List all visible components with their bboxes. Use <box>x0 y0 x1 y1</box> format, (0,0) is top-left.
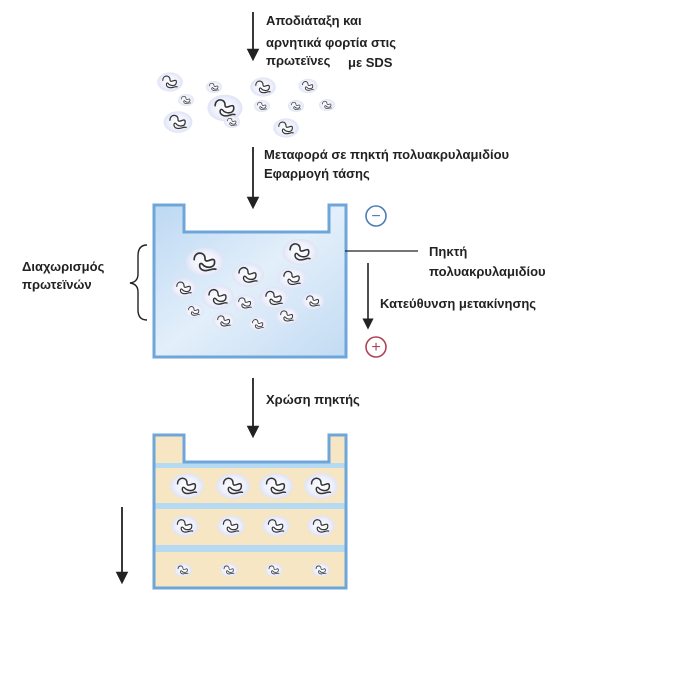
stained-gel-frame <box>152 433 348 590</box>
protein-coil-icon <box>273 118 299 138</box>
protein-coil-icon <box>202 285 234 309</box>
blue-band-2 <box>155 503 345 509</box>
protein-coil-icon <box>319 99 335 111</box>
protein-coil-icon <box>163 111 193 133</box>
label-separation-1: Διαχωρισμός <box>22 259 105 274</box>
negative-sign: − <box>371 208 380 225</box>
protein-coil-icon <box>185 247 225 277</box>
label-denature-3b: με SDS <box>348 55 393 70</box>
protein-coil-icon <box>298 78 318 94</box>
protein-coil-icon <box>178 94 194 106</box>
protein-coil-icon <box>254 100 270 112</box>
protein-coil-icon <box>217 515 245 537</box>
label-gel-1: Πηκτή <box>429 244 468 259</box>
positive-sign: + <box>371 339 380 356</box>
protein-coil-icon <box>265 563 283 577</box>
label-separation-2: πρωτεϊνών <box>22 277 92 292</box>
gel-proteins-group <box>171 238 325 332</box>
gel-electrophoresis <box>152 203 348 359</box>
protein-coil-icon <box>233 294 257 312</box>
protein-coil-icon <box>171 515 199 537</box>
plus-circle-icon <box>365 336 387 358</box>
stained-gel <box>152 433 348 590</box>
protein-coil-icon <box>170 473 204 499</box>
protein-coil-icon <box>212 312 236 330</box>
protein-coil-icon <box>220 563 238 577</box>
protein-coil-icon <box>259 287 289 309</box>
label-transfer-2: Εφαρμογή τάσης <box>264 166 370 181</box>
label-direction: Κατεύθυνση μετακίνησης <box>380 296 537 311</box>
protein-coil-icon <box>277 267 307 289</box>
protein-coil-icon <box>171 278 197 298</box>
protein-coil-icon <box>259 473 293 499</box>
free-proteins-group <box>157 72 335 138</box>
label-stain: Χρώση πηκτής <box>266 392 360 407</box>
protein-coil-icon <box>262 515 290 537</box>
negative-electrode: − <box>365 205 387 227</box>
label-denature-2: αρνητικά φορτία στις <box>266 35 397 50</box>
protein-coil-icon <box>232 263 264 287</box>
protein-coil-icon <box>282 238 318 266</box>
protein-coil-icon <box>275 307 299 325</box>
protein-coil-icon <box>207 94 243 122</box>
positive-electrode: + <box>365 336 387 358</box>
protein-coil-icon <box>216 473 250 499</box>
protein-coil-icon <box>304 473 338 499</box>
protein-coil-icon <box>224 116 240 128</box>
label-denature-1: Αποδιάταξη και <box>266 13 362 28</box>
protein-coil-icon <box>206 81 222 93</box>
separation-brace <box>129 244 148 321</box>
band-proteins-group <box>170 473 338 577</box>
label-gel-2: πολυακρυλαμιδίου <box>429 264 546 279</box>
minus-circle-icon <box>365 205 387 227</box>
protein-coil-icon <box>174 563 192 577</box>
protein-coil-icon <box>312 563 330 577</box>
blue-band-3 <box>155 545 345 552</box>
protein-coil-icon <box>250 77 276 97</box>
protein-coil-icon <box>184 303 204 319</box>
protein-coil-icon <box>157 72 183 92</box>
protein-coil-icon <box>301 292 325 310</box>
protein-coil-icon <box>248 316 268 332</box>
blue-band-1 <box>155 463 345 468</box>
label-transfer-1: Μεταφορά σε πηκτή πολυακρυλαμιδίου <box>264 147 510 162</box>
label-denature-3a: πρωτεϊνες <box>266 53 331 68</box>
protein-coil-icon <box>288 100 304 112</box>
protein-coil-icon <box>307 515 335 537</box>
